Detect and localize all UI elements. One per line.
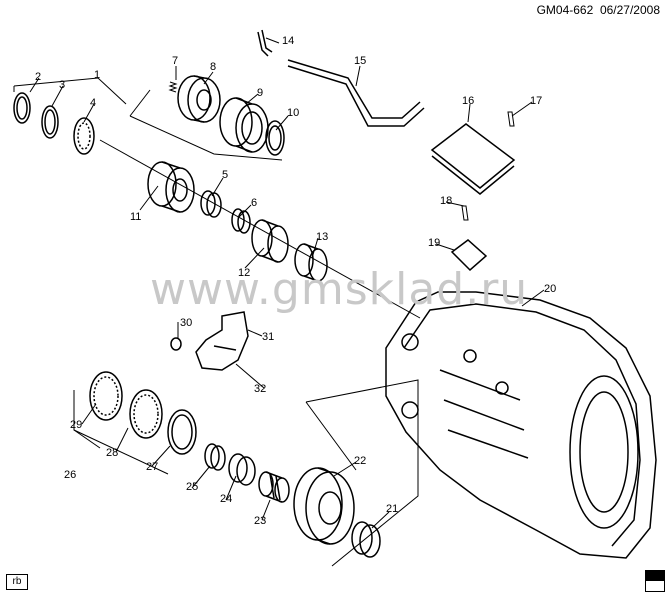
callout-6: 6: [251, 197, 257, 209]
bracket-22: [305, 379, 419, 567]
callout-22: 22: [354, 455, 366, 467]
part-23-bearing: [258, 471, 290, 503]
callout-15: 15: [354, 55, 366, 67]
part-8-hub: [177, 75, 221, 123]
bracket-9b: [129, 89, 151, 117]
callout-12: 12: [238, 267, 250, 279]
part-9-sleeve: [219, 97, 269, 153]
part-19-bracket: [450, 239, 488, 272]
callout-13: 13: [316, 231, 328, 243]
callout-10: 10: [287, 107, 299, 119]
callout-4: 4: [90, 97, 96, 109]
callout-11: 11: [130, 211, 141, 223]
footer-tag: rb: [6, 574, 28, 590]
part-20-case: [385, 291, 657, 559]
callout-2: 2: [35, 71, 41, 83]
callout-26: 26: [64, 469, 76, 481]
part-28-sync-ring: [129, 389, 163, 439]
part-11-gear: [147, 161, 195, 213]
shaft-axis: [99, 139, 421, 319]
part-17-bolt: [507, 111, 515, 127]
part-21-ring: [351, 521, 381, 558]
bracket-9: [129, 115, 283, 161]
part-30-pin: [170, 337, 182, 351]
callout-20: 20: [544, 283, 556, 295]
callout-17: 17: [530, 95, 542, 107]
part-2-snap-ring: [13, 92, 31, 124]
part-5-ring: [200, 190, 222, 218]
part-22-gear: [293, 467, 355, 545]
watermark: www.gmsklad.ru: [150, 264, 529, 315]
part-18-bolt: [461, 205, 469, 221]
part-7-spring: [168, 81, 178, 93]
diagram-header: GM04-662 06/27/2008: [537, 3, 660, 17]
part-29-sync-ring: [89, 371, 123, 421]
part-32-shift-fork: [195, 311, 249, 371]
corner-badge-icon: [645, 570, 665, 592]
diagram-code: GM04-662: [536, 3, 594, 17]
callout-28: 28: [106, 447, 118, 459]
callout-21: 21: [386, 503, 398, 515]
part-15-tube: [287, 59, 425, 127]
part-10-ring: [265, 120, 285, 156]
callout-32: 32: [254, 383, 266, 395]
callout-9: 9: [257, 87, 263, 99]
callout-25: 25: [186, 481, 198, 493]
part-3-sync-ring: [41, 105, 59, 139]
part-6-ring: [231, 208, 251, 234]
callout-24: 24: [220, 493, 232, 505]
callout-8: 8: [210, 61, 216, 73]
callout-labels: 1 2 3 4 5 6 7 8 9 10 11 12 13 14 15 16 1…: [35, 35, 556, 527]
callout-19: 19: [428, 237, 440, 249]
callout-16: 16: [462, 95, 474, 107]
part-12-gear: [251, 219, 289, 263]
callout-27: 27: [146, 461, 158, 473]
callout-23: 23: [254, 515, 266, 527]
part-14-vent-tube: [257, 29, 273, 57]
callout-5: 5: [222, 169, 228, 181]
callout-3: 3: [59, 79, 65, 91]
callout-1: 1: [94, 69, 100, 81]
diagram-date: 06/27/2008: [599, 3, 660, 17]
part-25-washer: [204, 443, 226, 471]
part-27-sync-ring: [167, 409, 197, 455]
part-13-gear: [294, 243, 328, 282]
part-24-washer: [228, 453, 256, 486]
part-4-sync-ring: [73, 117, 95, 155]
bracket-26b: [73, 429, 101, 449]
callout-18: 18: [440, 195, 452, 207]
bracket-1: [13, 77, 127, 105]
callout-30: 30: [180, 317, 192, 329]
callout-7: 7: [172, 55, 178, 67]
callout-14: 14: [282, 35, 294, 47]
part-16-cover: [430, 123, 516, 195]
callout-29: 29: [70, 419, 82, 431]
callout-31: 31: [262, 331, 274, 343]
